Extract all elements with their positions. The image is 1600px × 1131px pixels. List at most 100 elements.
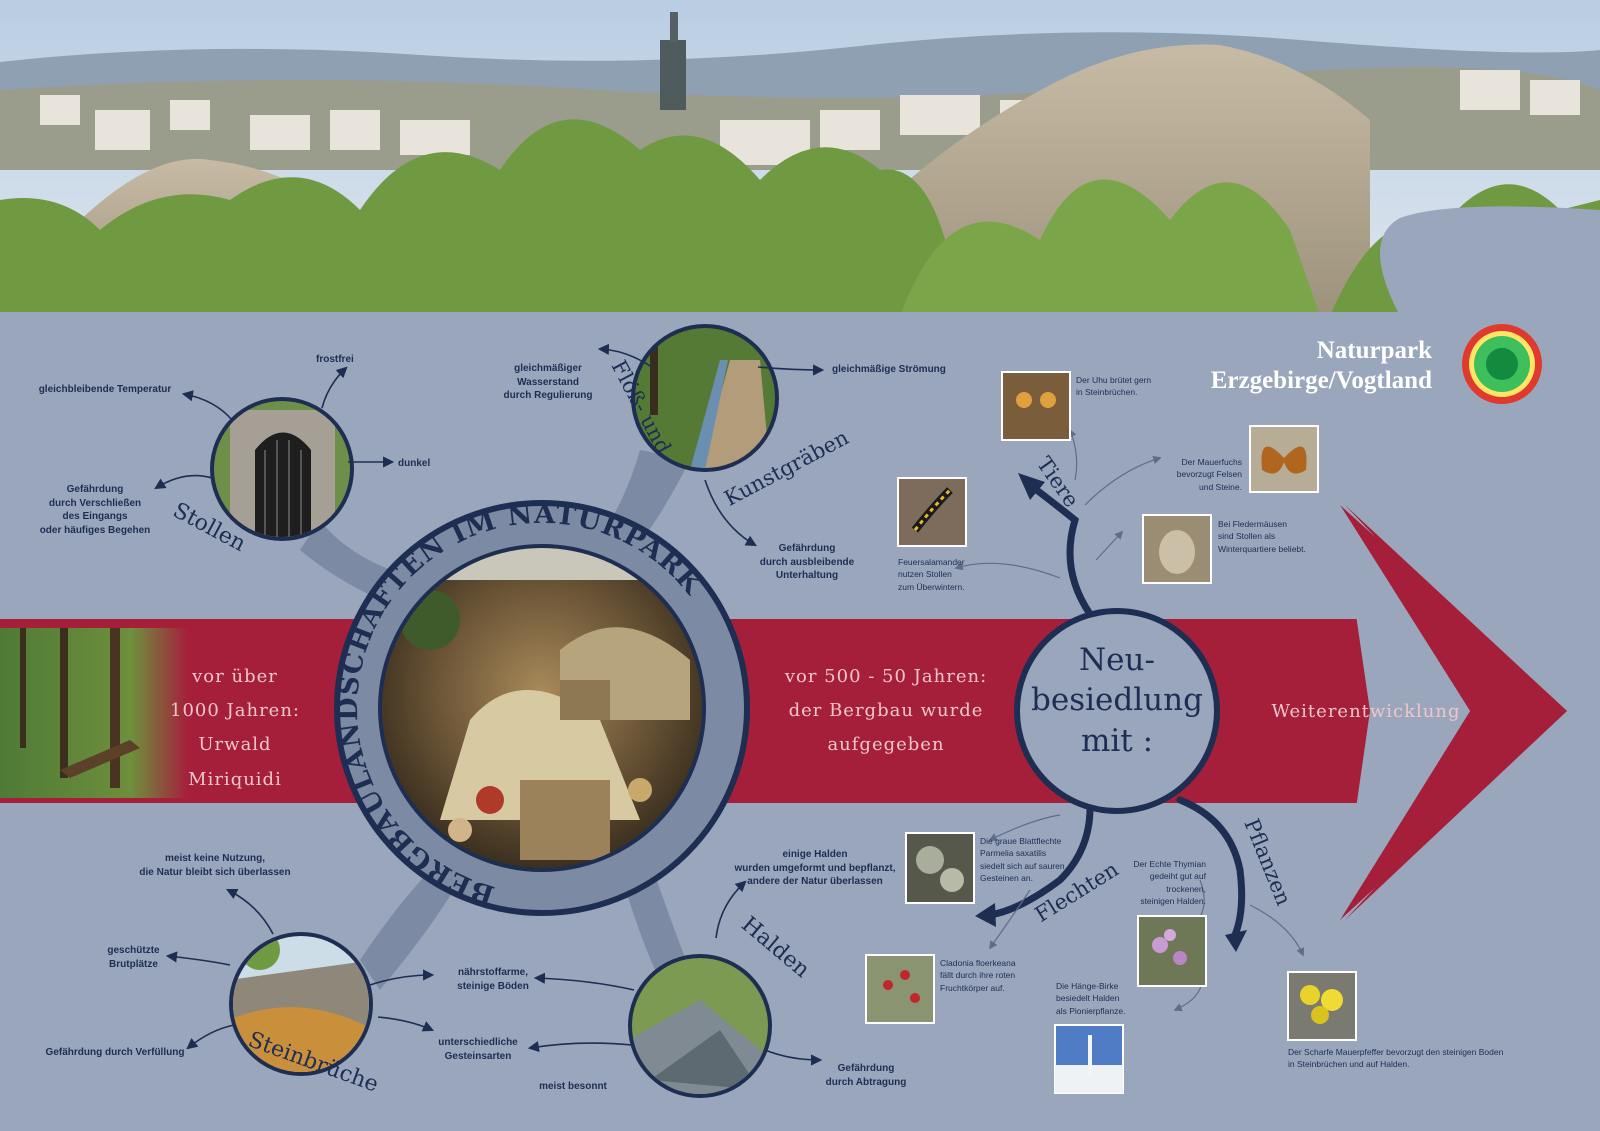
halden-note-l1: einige Halden — [782, 849, 848, 860]
cladonia-photo — [865, 954, 935, 1024]
caption-fuchs-l3: und Steine. — [1198, 481, 1242, 492]
steinbrueche-breed-l2: Brutplätze — [109, 958, 158, 970]
halden-rock-l1: unterschiedliche — [438, 1037, 518, 1048]
branch-arrowheads — [975, 473, 1247, 952]
halden-soil-l2: steinige Böden — [457, 980, 529, 992]
halden-risk-l1: Gefährdung — [837, 1063, 895, 1074]
resettlement-line3: mit : — [1080, 722, 1154, 759]
steinbrueche-risk: Gefährdung durch Verfüllung — [45, 1047, 185, 1058]
lichen-photo — [905, 832, 975, 904]
caption-uhu-l1: Der Uhu brütet gern — [1076, 375, 1152, 385]
steinbrueche-use-l1: meist keine Nutzung, — [164, 853, 265, 864]
caption-mauerpfeffer: Der Scharfe Mauerpfeffer bevorzugt den s… — [1288, 1046, 1503, 1071]
salamander-photo — [897, 477, 967, 547]
graben-risk-l3: Unterhaltung — [775, 570, 839, 581]
stollen-risk: Gefährdung durch Verschließen des Eingan… — [30, 483, 160, 537]
stonecrop-photo — [1287, 971, 1357, 1041]
thyme-photo — [1137, 915, 1207, 987]
resettlement-line1: Neu- — [1079, 642, 1155, 678]
halden-soil-l1: nährstoffarme, — [457, 967, 528, 978]
halden-soil: nährstoffarme, steinige Böden — [448, 966, 538, 993]
butterfly-photo — [1249, 425, 1319, 493]
stollen-frost: frostfrei — [316, 354, 354, 365]
caption-birke-l1: Die Hänge-Birke — [1056, 981, 1119, 991]
resettlement-circle — [1014, 608, 1220, 814]
stollen-risk-l2: durch Verschließen — [48, 497, 142, 509]
resettlement-line2: besiedlung — [1031, 682, 1203, 719]
caption-sala-l2: nutzen Stollen — [898, 569, 952, 580]
timeline-mid-line3: aufgegeben — [827, 734, 945, 756]
timeline-future: Weiterentwicklung — [1271, 701, 1461, 722]
owl-photo — [1001, 371, 1071, 441]
graben-flow: gleichmäßige Strömung — [832, 364, 946, 375]
timeline-past-line2: 1000 Jahren: — [170, 700, 300, 722]
graben-risk-l1: Gefährdung — [778, 543, 836, 554]
forest-photo — [0, 628, 188, 798]
stollen-temp: gleichbleibende Temperatur — [38, 384, 172, 395]
caption-uhu: Der Uhu brütet gern in Steinbrüchen. — [1076, 374, 1151, 399]
halden-rock: unterschiedliche Gesteinsarten — [428, 1036, 528, 1063]
halden-note-l3: andere der Natur überlassen — [747, 876, 883, 887]
caption-sedum-l2: in Steinbrüchen und auf Halden. — [1288, 1059, 1410, 1070]
resettlement-label: Neu- besiedlung mit : — [1027, 640, 1207, 761]
caption-birke-l3: als Pionierpflanze. — [1056, 1005, 1126, 1016]
timeline-past: vor über 1000 Jahren: Urwald Miriquidi — [150, 660, 320, 797]
steinbrueche-breed-l1: geschützte — [107, 945, 160, 956]
caption-clad-l1: Cladonia floerkeana — [940, 958, 1016, 968]
bat-photo — [1142, 514, 1212, 584]
wave-shape — [1380, 206, 1600, 316]
mine-entrance-photo — [210, 397, 354, 541]
caption-thymian: Der Echte Thymian gedeiht gut auf trocke… — [1124, 858, 1206, 907]
caption-fuchs-l2: bevorzugt Felsen — [1176, 469, 1242, 480]
brand-line1: Naturpark — [1316, 337, 1432, 364]
central-title: BERGBAULANDSCHAFTEN IM NATURPARK — [333, 499, 709, 911]
caption-clad-l2: fällt durch ihre roten — [940, 970, 1016, 981]
halden-sun: meist besonnt — [539, 1081, 607, 1092]
timeline-past-line3: Urwald Miriquidi — [188, 734, 282, 790]
caption-cladonia: Cladonia floerkeana fällt durch ihre rot… — [940, 957, 1016, 994]
timeline-mid-line2: der Bergbau wurde — [788, 700, 984, 722]
caption-birke-l2: besiedelt Halden — [1056, 993, 1120, 1004]
stollen-risk-l4: oder häufiges Begehen — [39, 524, 151, 536]
caption-uhu-l2: in Steinbrüchen. — [1076, 387, 1138, 398]
caption-blatt-l4: Gesteinen an. — [980, 872, 1033, 883]
caption-sala-l1: Feuersalamander — [898, 557, 965, 567]
caption-salamander: Feuersalamander nutzen Stollen zum Überw… — [898, 556, 965, 593]
halden-note: einige Halden wurden umgeformt und bepfl… — [730, 848, 900, 889]
caption-thym-l2: gedeiht gut auf — [1149, 871, 1206, 882]
caption-sedum-l1: Der Scharfe Mauerpfeffer bevorzugt den s… — [1288, 1047, 1504, 1057]
steinbrueche-use-l2: die Natur bleibt sich überlassen — [139, 866, 291, 878]
caption-thym-l3: trockenen, — [1166, 883, 1206, 894]
graben-water-l3: durch Regulierung — [503, 390, 593, 401]
caption-fleder-l3: Winterquartiere beliebt. — [1218, 543, 1306, 554]
halden-risk: Gefährdung durch Abtragung — [822, 1062, 910, 1089]
caption-fuchs-l1: Der Mauerfuchs — [1181, 457, 1242, 467]
halden-note-l2: wurden umgeformt und bepflanzt, — [734, 862, 896, 874]
spoil-heap-photo — [628, 954, 772, 1098]
graben-water-l1: gleichmäßiger — [514, 363, 582, 374]
caption-sala-l3: zum Überwintern. — [898, 581, 965, 592]
stollen-risk-l3: des Eingangs — [62, 511, 128, 522]
caption-fleder: Bei Fledermäusen sind Stollen als Winter… — [1218, 518, 1306, 555]
graben-risk: Gefährdung durch ausbleibende Unterhaltu… — [742, 542, 872, 583]
timeline-mid: vor 500 - 50 Jahren: der Bergbau wurde a… — [776, 660, 996, 763]
halden-risk-l2: durch Abtragung — [825, 1076, 907, 1088]
caption-thym-l4: steinigen Halden. — [1140, 895, 1206, 906]
town-landscape-photo — [0, 0, 1600, 316]
steinbrueche-use: meist keine Nutzung, die Natur bleibt si… — [120, 852, 310, 879]
birch-photo — [1054, 1024, 1124, 1094]
branch-arrows — [986, 481, 1246, 939]
ditch-photo — [631, 324, 779, 472]
caption-clad-l3: Fruchtkörper auf. — [940, 982, 1005, 993]
halden-rock-l2: Gesteinsarten — [444, 1050, 512, 1062]
quarry-photo — [229, 932, 373, 1076]
timeline-past-line1: vor über — [192, 666, 278, 687]
caption-blattflechte: Die graue Blattflechte Parmelia saxatili… — [980, 835, 1065, 884]
caption-blatt-l1: Die graue Blattflechte — [980, 836, 1062, 846]
steinbrueche-breed: geschützte Brutplätze — [96, 944, 171, 971]
graben-water: gleichmäßiger Wasserstand durch Regulier… — [488, 362, 608, 403]
brand-line2: Erzgebirge/Vogtland — [1210, 367, 1432, 394]
